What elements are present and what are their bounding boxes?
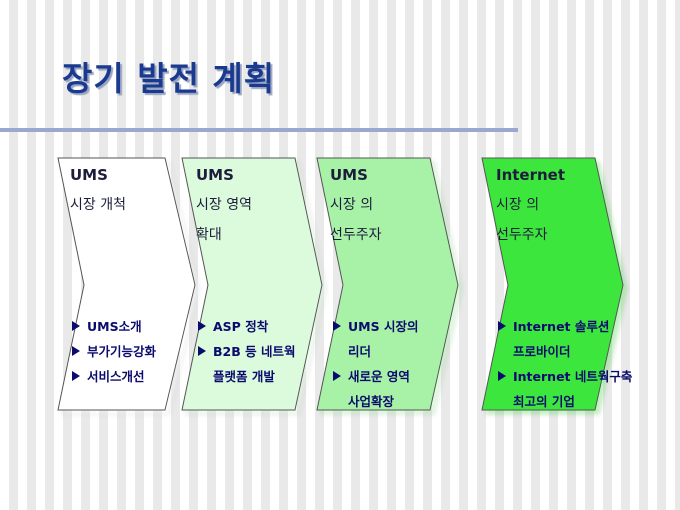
triangle-bullet-icon bbox=[72, 321, 80, 331]
chevron-3 bbox=[316, 157, 459, 411]
list-item: Internet 솔루션 bbox=[498, 314, 632, 339]
column-4-title: Internet bbox=[496, 166, 566, 184]
list-item: 새로운 영역 bbox=[333, 364, 418, 389]
slide-title: 장기 발전 계획 bbox=[62, 59, 276, 98]
column-3-heading: UMS 시장 의 선두주자 bbox=[330, 160, 382, 250]
column-1-subtitle-line-1: 시장 개척 bbox=[70, 197, 126, 213]
list-item: Internet 네트웍구축 bbox=[498, 364, 632, 389]
list-item-continuation: 플랫폼 개발 bbox=[213, 369, 275, 384]
chevron-4 bbox=[481, 157, 624, 411]
triangle-bullet-icon bbox=[72, 346, 80, 356]
column-1-bullets: UMS소개 부가기능강화 서비스개선 bbox=[72, 314, 156, 389]
column-4-subtitle-line-2: 선두주자 bbox=[496, 227, 548, 243]
chevron-1 bbox=[57, 157, 196, 411]
list-item: UMS소개 bbox=[72, 314, 156, 339]
list-item-continuation: 사업확장 bbox=[348, 394, 395, 409]
column-3-bullets: UMS 시장의 리더 새로운 영역 사업확장 bbox=[333, 314, 418, 414]
column-3-subtitle-line-2: 선두주자 bbox=[330, 227, 382, 243]
list-item-continuation: 프로바이더 bbox=[513, 344, 571, 359]
column-2-bullets: ASP 정착 B2B 등 네트웍 플랫폼 개발 bbox=[198, 314, 295, 389]
triangle-bullet-icon bbox=[498, 321, 506, 331]
triangle-bullet-icon bbox=[333, 321, 341, 331]
title-divider bbox=[0, 128, 518, 132]
list-item: 서비스개선 bbox=[72, 364, 156, 389]
triangle-bullet-icon bbox=[198, 346, 206, 356]
column-2-subtitle-line-1: 시장 영역 bbox=[196, 197, 252, 213]
column-4-heading: Internet 시장 의 선두주자 bbox=[496, 160, 565, 250]
list-item: 부가기능강화 bbox=[72, 339, 156, 364]
column-3-subtitle-line-1: 시장 의 bbox=[330, 197, 374, 213]
list-item: B2B 등 네트웍 bbox=[198, 339, 295, 364]
triangle-bullet-icon bbox=[198, 321, 206, 331]
column-3-title: UMS bbox=[330, 166, 368, 184]
chevron-2 bbox=[181, 157, 323, 411]
triangle-bullet-icon bbox=[72, 371, 80, 381]
list-item-continuation: 최고의 기업 bbox=[513, 394, 575, 409]
list-item: ASP 정착 bbox=[198, 314, 295, 339]
column-4-bullets: Internet 솔루션 프로바이더 Internet 네트웍구축 최고의 기업 bbox=[498, 314, 632, 414]
list-item: UMS 시장의 bbox=[333, 314, 418, 339]
triangle-bullet-icon bbox=[498, 371, 506, 381]
column-2-title: UMS bbox=[196, 166, 234, 184]
column-1-title: UMS bbox=[70, 166, 108, 184]
column-1-heading: UMS 시장 개척 bbox=[70, 160, 126, 220]
column-4-subtitle-line-1: 시장 의 bbox=[496, 197, 540, 213]
triangle-bullet-icon bbox=[333, 371, 341, 381]
list-item-continuation: 리더 bbox=[348, 344, 372, 359]
column-2-heading: UMS 시장 영역 확대 bbox=[196, 160, 252, 250]
column-2-subtitle-line-2: 확대 bbox=[196, 227, 222, 243]
